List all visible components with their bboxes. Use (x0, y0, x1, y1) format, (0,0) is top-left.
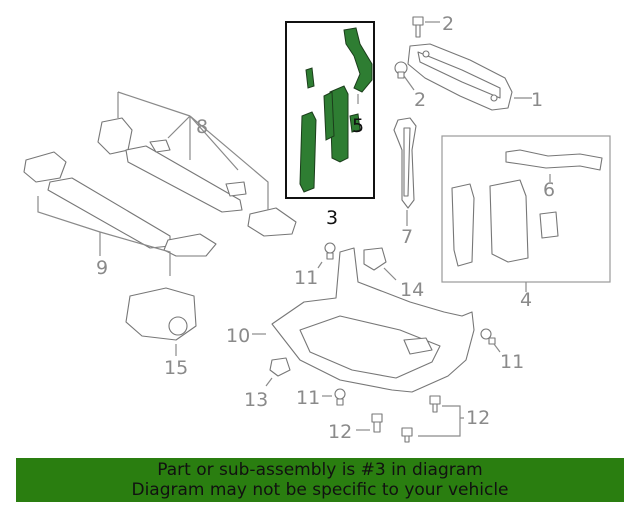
callout-1: 1 (531, 89, 543, 111)
part-12-bolt-upper[interactable] (429, 395, 441, 413)
part-13-clip[interactable] (269, 357, 291, 377)
callout-8: 8 (196, 116, 208, 138)
part-14-clip[interactable] (363, 247, 387, 271)
part-2-bolt-top[interactable] (412, 16, 424, 38)
leader-14 (383, 267, 397, 281)
part-9-crossmember[interactable] (23, 151, 217, 257)
callout-5: 5 (352, 115, 364, 137)
part-7-bracket[interactable] (393, 117, 417, 209)
callout-14: 14 (400, 279, 424, 301)
part-3-box (285, 21, 375, 199)
callout-15: 15 (164, 357, 188, 379)
leader-11b (493, 343, 501, 353)
callout-7: 7 (401, 226, 413, 248)
leader-9 (37, 196, 171, 276)
part-8-brackets[interactable] (97, 117, 297, 237)
callout-2b: 2 (414, 89, 426, 111)
leader-12a (418, 405, 464, 437)
leader-13 (265, 377, 273, 387)
callout-4: 4 (520, 289, 532, 311)
callout-2a: 2 (442, 13, 454, 35)
callout-11c: 11 (296, 387, 320, 409)
part-10-undercover[interactable] (271, 247, 475, 393)
part-11-clip-top[interactable] (324, 242, 336, 260)
part-11-clip-bottom[interactable] (334, 388, 346, 406)
callout-3: 3 (326, 207, 338, 229)
leader-8 (117, 91, 269, 210)
part-4-assembly[interactable] (451, 179, 559, 267)
part-6-rail[interactable] (505, 149, 603, 171)
banner-line-1: Part or sub-assembly is #3 in diagram (157, 460, 483, 480)
callout-6: 6 (543, 179, 555, 201)
callout-12a: 12 (466, 407, 490, 429)
callout-10: 10 (226, 325, 250, 347)
callout-11b: 11 (500, 351, 524, 373)
callout-11a: 11 (294, 267, 318, 289)
callout-13: 13 (244, 389, 268, 411)
part-1-upper-rail[interactable] (407, 43, 513, 111)
part-2-bolt-mid[interactable] (394, 61, 408, 79)
part-12-bolt-lower[interactable] (401, 427, 413, 443)
part-12-bolt-left[interactable] (371, 413, 383, 433)
banner-line-2: Diagram may not be specific to your vehi… (131, 480, 509, 500)
notice-banner: Part or sub-assembly is #3 in diagram Di… (16, 458, 624, 502)
leader-11a (317, 261, 323, 269)
part-11-clip-right[interactable] (480, 328, 496, 345)
leader-2b (403, 75, 415, 91)
callout-12b: 12 (328, 421, 352, 443)
callout-9: 9 (96, 257, 108, 279)
part-3-side-member[interactable] (299, 27, 373, 193)
part-15-mount[interactable] (125, 287, 197, 341)
